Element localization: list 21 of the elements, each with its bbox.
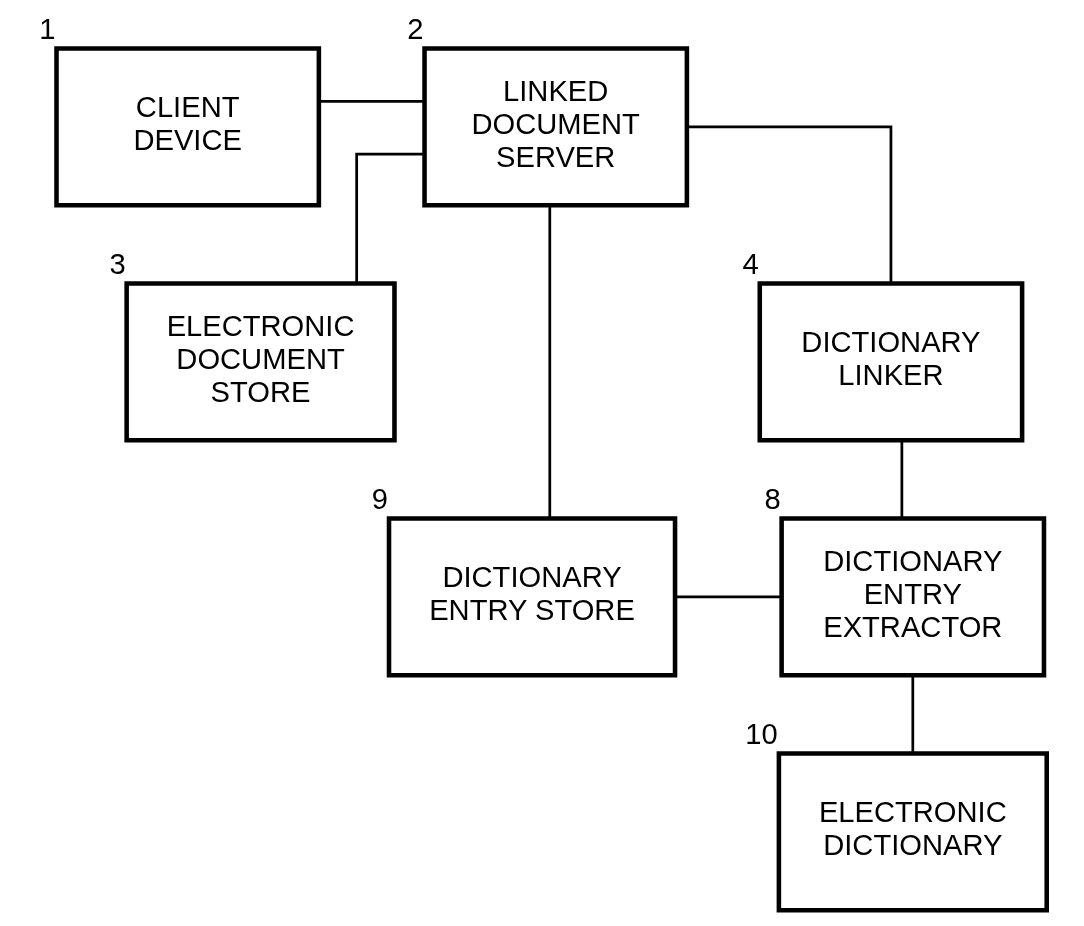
connector — [910, 675, 914, 753]
node-box: ELECTRONIC DICTIONARY — [776, 751, 1049, 913]
node-box: DICTIONARY ENTRY EXTRACTOR — [778, 516, 1046, 678]
connector — [318, 100, 424, 103]
node-label: 3 — [108, 248, 126, 281]
node-label: 9 — [371, 483, 388, 516]
node-box: ELECTRONIC DOCUMENT STORE — [123, 281, 397, 443]
node-label: 8 — [763, 483, 781, 516]
node-label: 4 — [742, 248, 759, 281]
node-label: 2 — [406, 13, 424, 46]
connector — [900, 440, 903, 518]
node-box: LINKED DOCUMENT SERVER — [421, 46, 689, 208]
connector — [686, 125, 892, 283]
node-box: CLIENT DEVICE — [53, 46, 321, 208]
connector — [354, 152, 424, 284]
node-box: DICTIONARY LINKER — [757, 281, 1024, 443]
node-label: 10 — [744, 718, 778, 751]
connector — [547, 205, 551, 518]
connector — [674, 595, 781, 599]
node-box: DICTIONARY ENTRY STORE — [386, 516, 677, 678]
node-label: 1 — [38, 13, 56, 46]
